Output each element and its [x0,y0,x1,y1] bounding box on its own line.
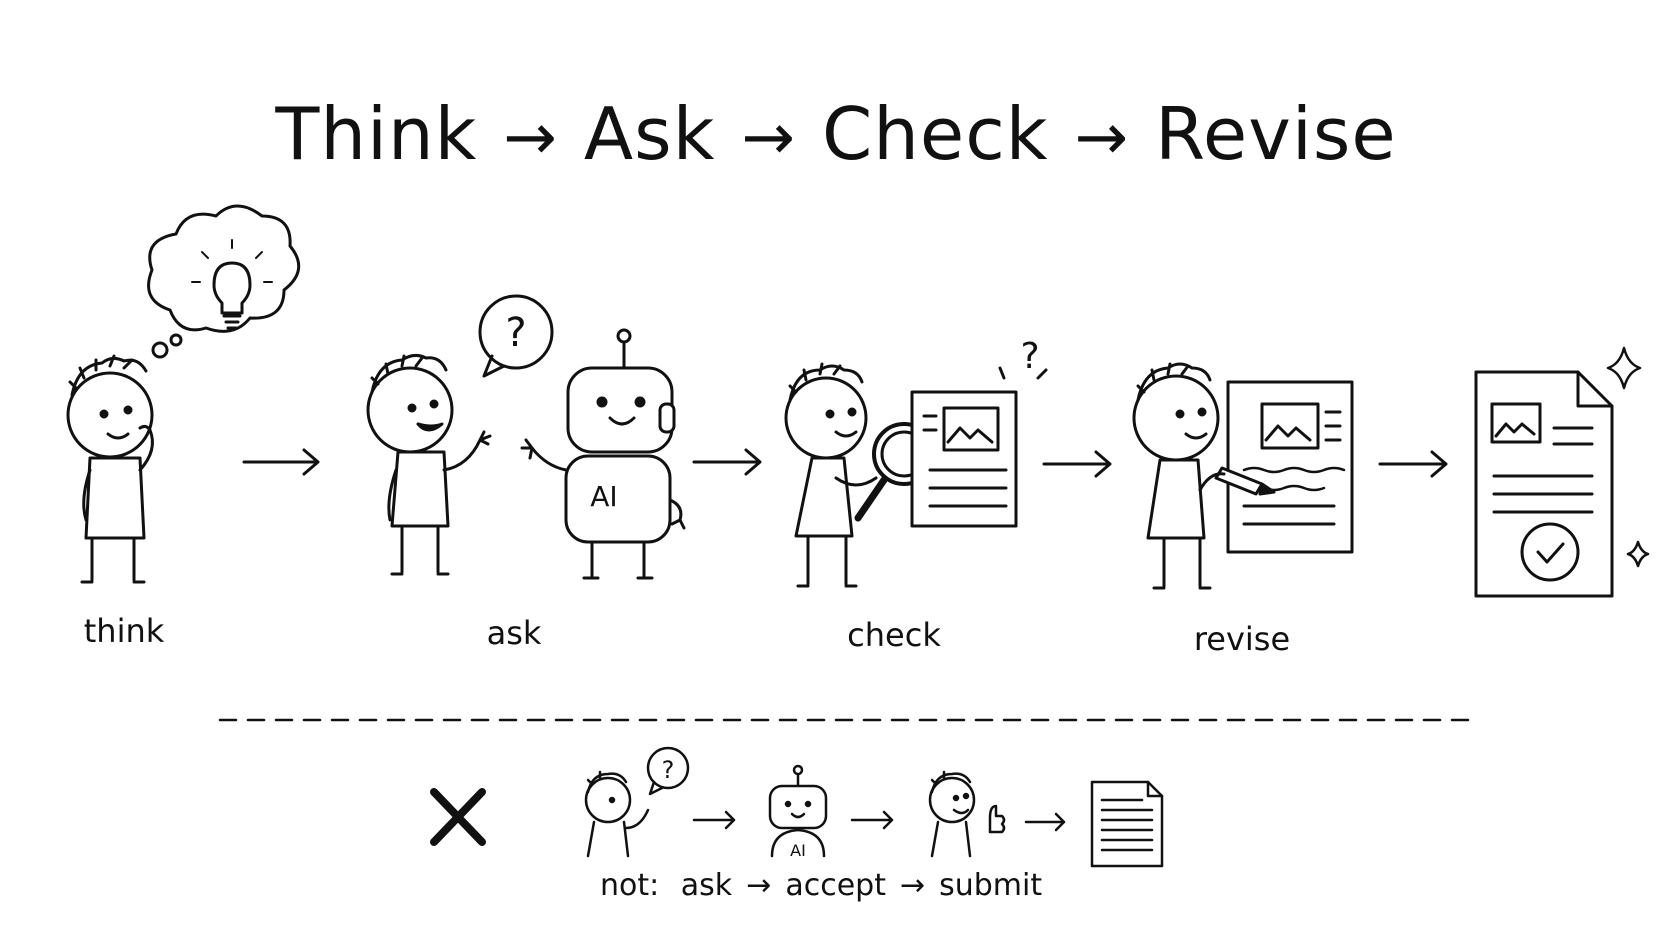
asking-child-figure [366,353,492,576]
label-check: check [847,616,941,654]
title-step-ask: Ask [583,92,716,176]
question-mark-check: ? [1020,336,1039,377]
final-document-icon [1474,370,1614,598]
robot-ai-badge: AI [590,480,617,513]
question-accent-lines [998,366,1048,380]
title-step-check: Check [822,92,1049,176]
label-ask: ask [486,614,542,652]
flow-arrow-4 [1378,450,1448,478]
mini-arrow-3 [1024,812,1066,832]
caption-ask: ask [680,868,733,903]
revising-child-figure [1132,362,1220,590]
checking-child-figure [784,362,878,588]
checkmark-circle-icon [1520,522,1580,582]
label-revise: revise [1193,620,1291,658]
page-title: Think → Ask → Check → Revise [0,92,1672,176]
mini-ai-robot-figure [768,764,828,858]
document-revise-icon [1226,380,1354,554]
question-mark-ask: ? [505,310,526,356]
caption-arrow-2: → [899,868,926,903]
document-check-icon [910,390,1018,528]
caption-arrow-1: → [746,868,772,903]
title-arrow-2: → [741,101,797,175]
flow-arrow-3 [1042,450,1112,478]
mini-question-mark: ? [662,756,675,784]
question-speech-bubble-icon [478,294,554,378]
lightbulb-icon [191,239,273,330]
flow-arrow-1 [242,448,320,476]
cross-icon [430,788,486,846]
title-step-revise: Revise [1155,92,1397,176]
ai-robot-figure [520,328,686,580]
pencil-icon [1198,466,1276,496]
label-think: think [83,612,165,650]
mini-document-icon [1090,780,1164,868]
thinking-child-figure [66,354,154,584]
mini-thumbs-up-child-figure [928,770,1006,858]
title-arrow-3: → [1074,101,1130,175]
sparkle-icon [1606,346,1650,568]
bottom-not-flow-caption: not: ask → accept → submit [600,868,1042,903]
mini-robot-ai-badge: AI [790,841,806,860]
title-arrow-1: → [503,101,558,175]
caption-accept: accept [785,868,886,903]
mini-arrow-1 [692,810,736,830]
caption-submit: submit [939,868,1043,903]
caption-not: not: [600,868,660,903]
title-step-think: Think [275,92,478,176]
flow-arrow-2 [692,448,762,476]
mini-question-bubble-icon [646,746,690,796]
mini-asking-child-figure [584,770,650,858]
mini-arrow-2 [850,810,894,830]
